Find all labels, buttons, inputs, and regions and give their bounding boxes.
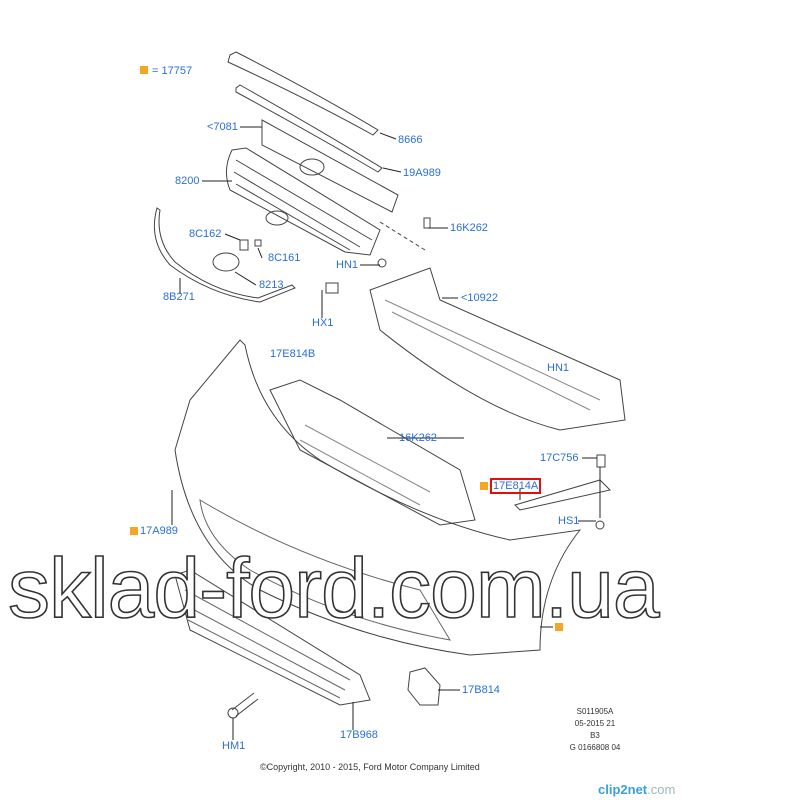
callout-hx1[interactable]: HX1 [312,317,334,329]
17757-symbol [130,527,138,535]
reference-line-2: 05-2015 21 [574,719,616,728]
callout-hm1[interactable]: HM1 [222,740,246,752]
grille-bars [233,159,373,251]
callout-17c756[interactable]: 17C756 [540,452,579,464]
part-19a989 [235,84,383,173]
part-hx1 [325,282,339,294]
callout-8213[interactable]: 8213 [259,279,284,291]
callout-19a989[interactable]: 19A989 [403,167,441,179]
callout-17a989[interactable]: 17A989 [140,525,178,537]
reference-line-4: G 0166808 04 [569,743,621,752]
callout-8c161[interactable]: 8C161 [268,252,301,264]
clip2net-logo: clip2net.com [598,782,675,797]
clip2net-suffix: .com [647,782,676,797]
bumper-lower-opening [199,499,451,641]
dashed-guide [379,221,426,251]
callout-hs1[interactable]: HS1 [558,515,580,527]
part-10922 [369,267,626,431]
callout-8666[interactable]: 8666 [398,134,423,146]
callout-8c162[interactable]: 8C162 [189,228,222,240]
callout-8200[interactable]: 8200 [175,175,200,187]
part-7081 [261,119,399,213]
callout-10922[interactable]: <10922 [461,292,499,304]
callout-16k262[interactable]: 16K262 [450,222,488,234]
bracket-ribs [299,424,431,506]
lower-grille-bars [184,589,351,699]
grille-emblem-mount [265,210,289,226]
reference-line-1: S011905A [576,707,614,716]
leader-lines [171,126,601,740]
part-17c756 [596,454,606,468]
17757-symbol [480,482,488,490]
part-16k262 [423,217,431,229]
part-8213 [212,252,240,272]
callout-17b814[interactable]: 17B814 [462,684,500,696]
callout-17e814b[interactable]: 17E814B [270,348,316,360]
part-17e814a [514,479,611,511]
part-17757-bumper [174,339,582,656]
legend-text: = 17757 [152,65,193,77]
callout-hn1-right[interactable]: HN1 [547,362,570,374]
watermark: sklad-ford.com.ua [7,541,660,635]
part-8c162 [239,239,249,251]
part-hs1 [595,520,605,530]
part-17b968 [174,569,371,706]
panel-cutout [299,158,325,176]
part-8b271 [153,207,296,303]
screw-hm1 [231,692,259,717]
part-8200 [226,147,381,256]
clip2net-brand: clip2net [598,782,648,797]
callout-hn1[interactable]: HN1 [336,259,359,271]
callout-17b968[interactable]: 17B968 [340,729,378,741]
part-17e814b [269,379,476,526]
callout-17e814a-selected[interactable]: 17E814A [490,478,542,494]
diagram-reference: S011905A 05-2015 21 B3 G 0166808 04 [560,706,630,754]
callout-7081[interactable]: <7081 [207,121,238,133]
part-17b814 [407,667,441,706]
legend-symbol [140,66,148,74]
17757-symbol[interactable] [555,623,563,631]
callout-16k262-mid[interactable]: 16K262 [399,432,437,444]
reference-line-3: B3 [590,731,600,740]
absorber-ribs [384,299,601,411]
part-hn1 [377,258,387,268]
part-8c161 [254,239,262,247]
part-8666 [227,51,379,136]
copyright: ©Copyright, 2010 - 2015, Ford Motor Comp… [260,762,480,772]
callout-8b271[interactable]: 8B271 [163,291,195,303]
